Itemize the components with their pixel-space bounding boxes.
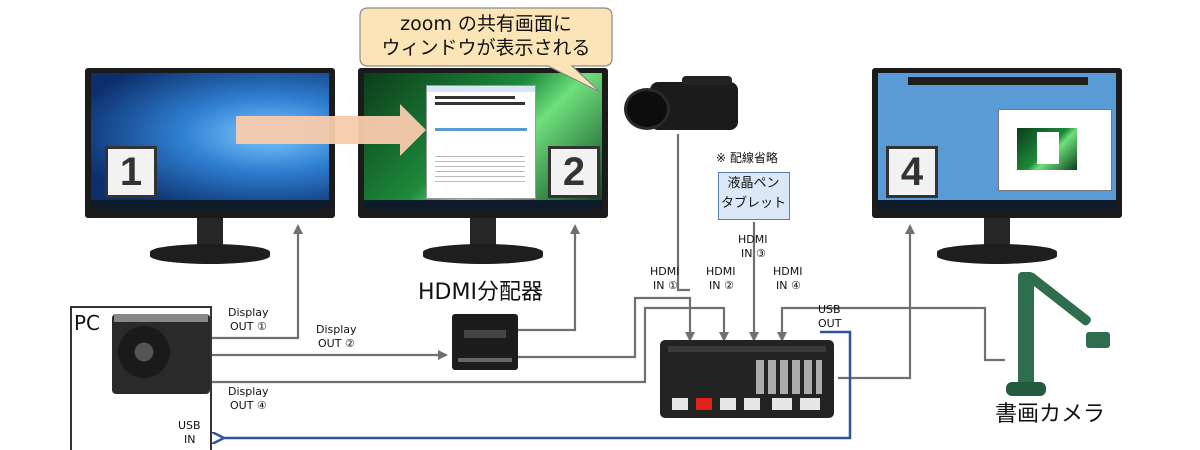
pen-tablet: 液晶ペン タブレット [718, 172, 790, 220]
hdmi-in-2-label-2: IN ② [709, 279, 734, 292]
hdmi-in-3-label-1: HDMI [738, 233, 768, 246]
tablet-label-1: 液晶ペン [727, 176, 780, 191]
monitor-2-base [423, 244, 543, 264]
video-camera [622, 76, 742, 138]
gpu-bracket [114, 314, 208, 322]
zoom-window-doc [1037, 132, 1059, 164]
splitter-label: HDMI分配器 [418, 280, 543, 305]
shared-window-heading-2 [435, 102, 525, 105]
video-switcher [660, 340, 834, 418]
switcher-key-grid [756, 360, 822, 394]
wire-switcher-monitor4 [838, 224, 915, 380]
splitter-panel [464, 330, 506, 338]
doccam-upper-arm [1024, 271, 1093, 327]
shared-window-buttons [435, 128, 527, 131]
usb-out-label-1: USB [818, 303, 841, 316]
wire-doccam-hdmi4 [777, 306, 1005, 362]
usb-in-label-1: USB [178, 419, 201, 432]
monitor-4-base [937, 244, 1057, 264]
monitor-2-number: 2 [548, 146, 600, 198]
doccam-arm [1018, 272, 1034, 390]
shared-window-title [427, 86, 535, 92]
monitor-1-base [150, 244, 270, 264]
monitor-4-number: 4 [886, 146, 938, 198]
doccam-head [1086, 332, 1110, 348]
shared-window [426, 85, 536, 199]
callout-line-2: ウィンドウが表示される [381, 37, 591, 59]
hdmi-in-4-label-1: HDMI [773, 265, 803, 278]
document-camera [1000, 264, 1120, 400]
monitor-2-stand [470, 218, 496, 248]
tablet-label-2: タブレット [720, 196, 786, 211]
hdmi-in-2-label-1: HDMI [706, 265, 736, 278]
monitor-1-stand [197, 218, 223, 248]
display-out-1-label-1: Display [228, 306, 269, 319]
doc-camera-label: 書画カメラ [995, 402, 1106, 427]
switcher-button-6 [800, 398, 820, 410]
graphics-card [112, 314, 210, 394]
switcher-top-strip [668, 346, 826, 352]
hdmi-in-3-label-2: IN ③ [741, 247, 766, 260]
share-arrow [236, 104, 426, 156]
hdmi-in-4-label-2: IN ④ [776, 279, 801, 292]
shared-window-heading [435, 96, 515, 99]
callout-bubble [359, 7, 613, 93]
wire-out1-monitor1 [210, 224, 303, 340]
callout-line-1: zoom の共有画面に [400, 13, 572, 35]
camera-handle [682, 76, 732, 85]
wiring-note: ※ 配線省略 [716, 151, 778, 165]
display-out-2-label-1: Display [316, 323, 357, 336]
wire-out4-hdmi2 [210, 306, 729, 384]
monitor-4-stand [984, 218, 1010, 248]
taskbar [91, 200, 329, 209]
hdmi-splitter [452, 314, 518, 370]
shared-window-body [435, 156, 525, 186]
taskbar [364, 200, 602, 209]
wire-camera-hdmi1 [676, 134, 690, 292]
usb-out-label-2: OUT [818, 317, 842, 330]
monitor-4: 4 [872, 68, 1122, 268]
hdmi-in-1-label-1: HDMI [650, 265, 680, 278]
pc-label: PC [74, 311, 101, 335]
usb-in-label-2: IN [184, 433, 196, 446]
display-out-1-label-2: OUT ① [230, 320, 267, 333]
doccam-base [1006, 382, 1046, 396]
switcher-button-5 [772, 398, 792, 410]
switcher-button-2 [696, 398, 712, 410]
switcher-button-3 [720, 398, 736, 410]
display-out-4-label-1: Display [228, 385, 269, 398]
camera-lens [624, 88, 670, 130]
zoom-toolbar [908, 77, 1088, 85]
taskbar [878, 200, 1116, 209]
monitor-4-bezel: 4 [872, 68, 1122, 218]
monitor-1-number: 1 [105, 146, 157, 198]
display-out-2-label-2: OUT ② [318, 337, 355, 350]
hdmi-in-1-label-2: IN ① [653, 279, 678, 292]
switcher-button-4 [744, 398, 760, 410]
gpu-fan [118, 326, 170, 378]
display-out-4-label-2: OUT ④ [230, 399, 267, 412]
wire-splitter-monitor2 [518, 224, 580, 332]
wire-splitter-hdmi1 [518, 296, 695, 359]
switcher-button-1 [672, 398, 688, 410]
pc-case: PC USB IN [70, 306, 212, 450]
splitter-ports [458, 358, 512, 362]
wire-usb [222, 330, 852, 438]
zoom-window [998, 109, 1112, 191]
